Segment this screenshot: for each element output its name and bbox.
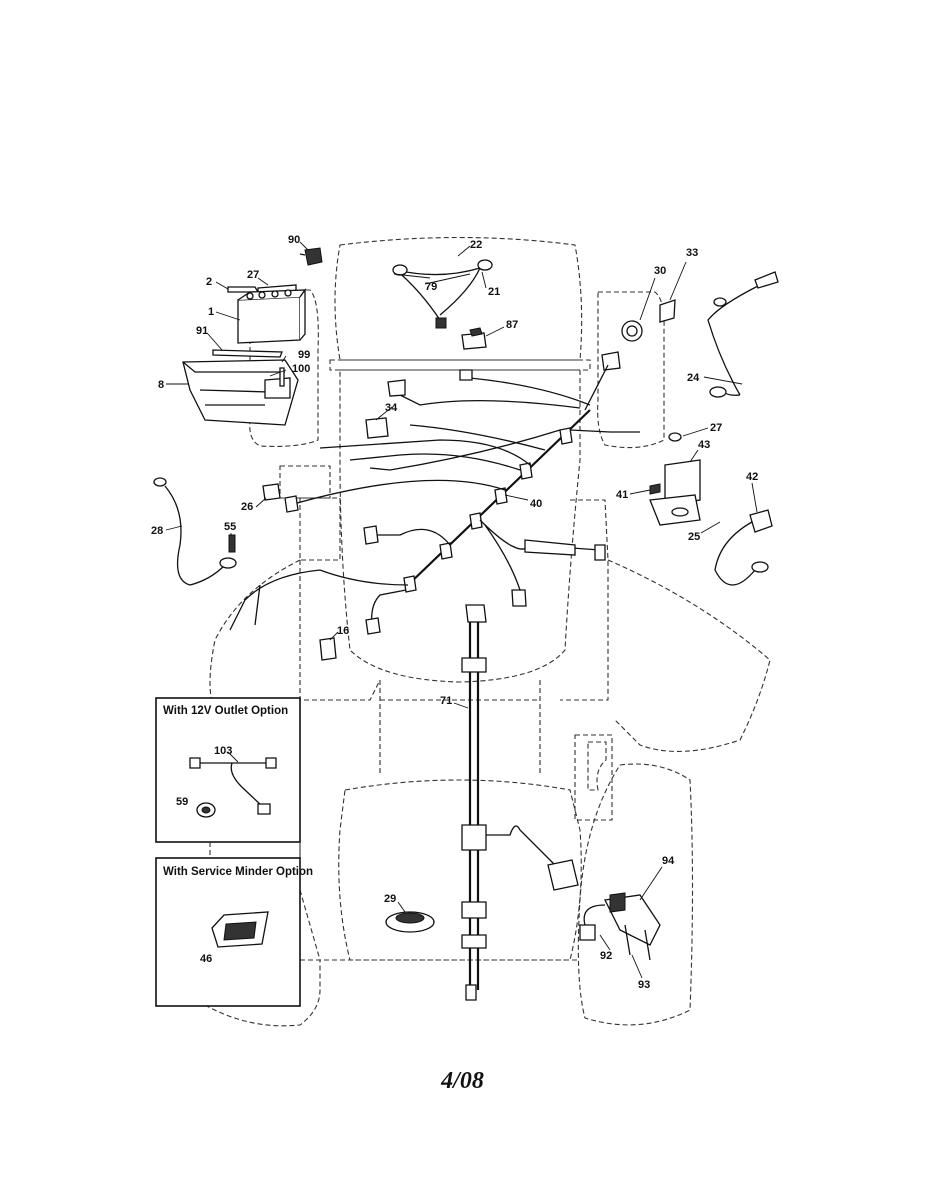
battery-assembly bbox=[182, 247, 323, 426]
callout-41: 41 bbox=[616, 489, 628, 501]
callout-numbers: 90 2 27 1 91 99 100 8 22 79 21 87 30 33 … bbox=[151, 234, 758, 991]
callout-1: 1 bbox=[208, 306, 214, 318]
callout-87: 87 bbox=[506, 319, 518, 331]
callout-99: 99 bbox=[298, 349, 310, 361]
callout-92: 92 bbox=[600, 950, 612, 962]
inset-service-minder: With Service Minder Option 46 bbox=[155, 857, 313, 1007]
part-29-hour-meter bbox=[385, 911, 435, 933]
callout-43: 43 bbox=[698, 439, 710, 451]
callout-27: 27 bbox=[710, 422, 722, 434]
callout-79: 79 bbox=[425, 281, 437, 293]
callout-30: 30 bbox=[654, 265, 666, 277]
callout-16: 16 bbox=[337, 625, 349, 637]
callout-21: 21 bbox=[488, 286, 500, 298]
callout-33: 33 bbox=[686, 247, 698, 259]
ignition-switch bbox=[601, 299, 676, 371]
callout-28: 28 bbox=[151, 525, 163, 537]
inset-12v-outlet: With 12V Outlet Option 103 59 bbox=[155, 697, 301, 843]
callout-25: 25 bbox=[688, 531, 700, 543]
callout-29: 29 bbox=[384, 893, 396, 905]
callout-42: 42 bbox=[746, 471, 758, 483]
harness-71 bbox=[461, 604, 579, 1001]
callout-94: 94 bbox=[662, 855, 675, 867]
part-16-connector bbox=[319, 637, 337, 661]
callout-40: 40 bbox=[530, 498, 542, 510]
callout-8: 8 bbox=[158, 379, 164, 391]
starter-solenoid bbox=[649, 432, 701, 526]
callout-93: 93 bbox=[638, 979, 650, 991]
callout-59: 59 bbox=[176, 796, 188, 808]
callout-27: 27 bbox=[247, 269, 259, 281]
inset-service-title: With Service Minder Option bbox=[163, 866, 313, 878]
callout-55: 55 bbox=[224, 521, 236, 533]
callout-90: 90 bbox=[288, 234, 300, 246]
callout-46: 46 bbox=[200, 953, 212, 965]
callout-2: 2 bbox=[206, 276, 212, 288]
callout-71: 71 bbox=[440, 695, 452, 707]
battery-cable-25 bbox=[714, 509, 773, 586]
callout-100: 100 bbox=[292, 363, 310, 375]
callout-24: 24 bbox=[687, 372, 700, 384]
callout-22: 22 bbox=[470, 239, 482, 251]
callout-26: 26 bbox=[241, 501, 253, 513]
part-94-assembly bbox=[579, 892, 661, 961]
ground-cable-28 bbox=[153, 477, 237, 586]
footer-date: 4/08 bbox=[441, 1068, 484, 1094]
callout-34: 34 bbox=[385, 402, 398, 414]
inset-12v-title: With 12V Outlet Option bbox=[163, 705, 288, 717]
battery-cable-24 bbox=[707, 271, 779, 398]
callout-91: 91 bbox=[196, 325, 208, 337]
headlight-harness bbox=[392, 259, 493, 350]
main-harness-40 bbox=[229, 364, 640, 635]
callout-103: 103 bbox=[214, 745, 232, 757]
callout-leaders bbox=[165, 241, 758, 979]
